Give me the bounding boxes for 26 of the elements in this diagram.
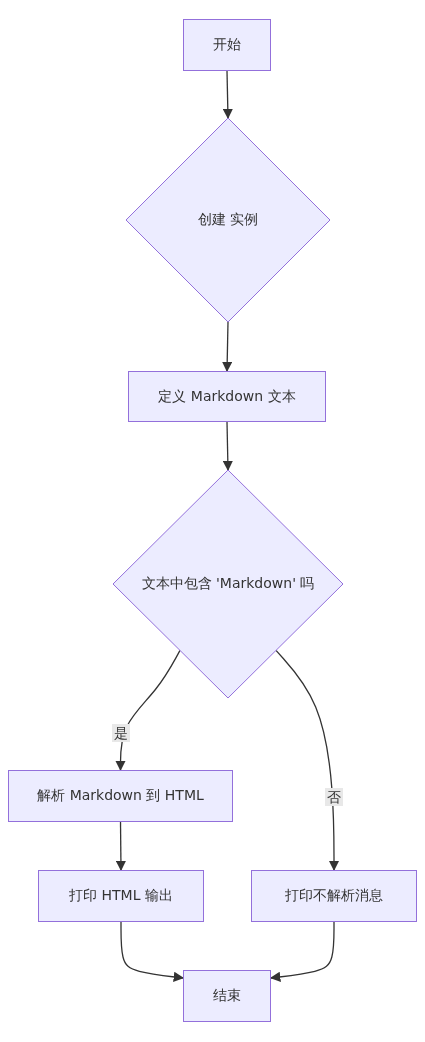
process-box	[251, 870, 417, 922]
process-box	[128, 371, 326, 422]
process-box	[8, 770, 233, 822]
arrow	[115, 821, 127, 872]
node-label: 结束	[213, 987, 241, 1005]
node-label: 打印不解析消息	[285, 887, 383, 905]
node-label: 定义 Markdown 文本	[158, 387, 296, 406]
node-label: 打印 HTML 输出	[69, 887, 173, 905]
arrow	[275, 649, 340, 872]
node-label: 开始	[213, 36, 241, 54]
arrow	[222, 421, 233, 472]
arrow	[120, 921, 185, 983]
arrow	[269, 921, 335, 983]
process-box	[38, 870, 204, 922]
arrow	[222, 70, 233, 120]
node-label: 创建 实例	[197, 211, 259, 229]
decision-diamond	[126, 118, 330, 322]
decision-diamond	[113, 470, 343, 698]
process-box	[183, 970, 271, 1022]
edge-label: 否	[325, 788, 343, 806]
arrow	[222, 321, 233, 373]
process-box	[183, 19, 271, 71]
edge-label: 是	[111, 724, 130, 742]
node-label: 文本中包含 'Markdown' 吗	[141, 575, 315, 593]
node-label: 解析 Markdown 到 HTML	[37, 787, 204, 805]
arrow	[115, 649, 181, 772]
